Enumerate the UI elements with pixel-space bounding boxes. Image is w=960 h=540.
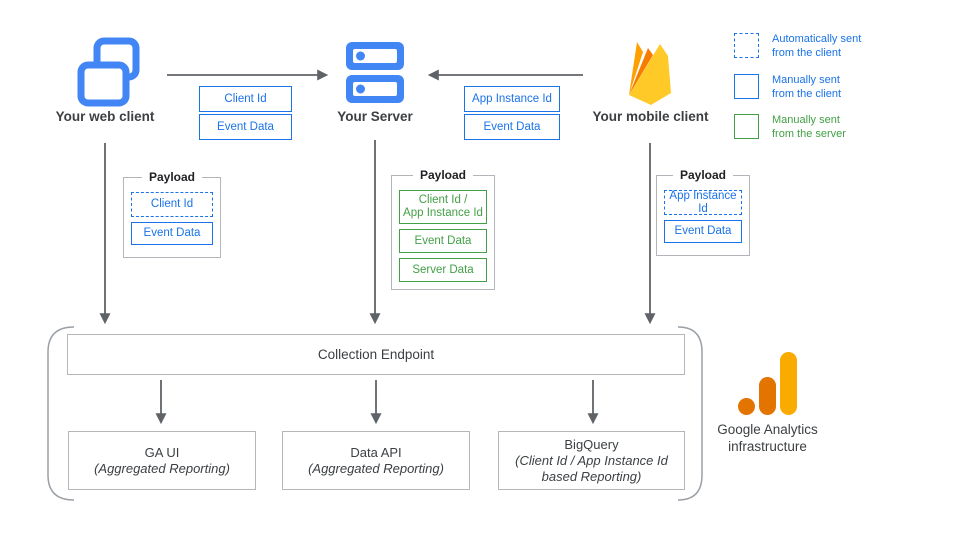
output-subtitle: (Aggregated Reporting) <box>308 460 444 476</box>
output-title: BigQuery <box>564 436 619 452</box>
output-subtitle: (Client Id / App Instance Id based Repor… <box>515 452 668 484</box>
legend-label: Manually sent from the server <box>772 114 846 140</box>
payload-item-app-instance-id: App Instance Id <box>664 190 742 215</box>
payload-box-mobile: Payload App Instance Id Event Data <box>656 168 750 256</box>
legend-label: Automatically sent from the client <box>772 33 862 59</box>
payload-item-client-id: Client Id <box>131 192 213 217</box>
web-client-icon <box>77 37 140 107</box>
output-subtitle: (Aggregated Reporting) <box>94 460 230 476</box>
output-title: GA UI <box>144 444 180 460</box>
legend-item-auto-client: Automatically sent from the client <box>734 33 861 60</box>
bigquery-box: BigQuery (Client Id / App Instance Id ba… <box>498 431 685 490</box>
payload-title: Payload <box>412 168 474 182</box>
payload-item-server-data: Server Data <box>399 258 487 282</box>
server-label: Your Server <box>337 109 413 124</box>
payload-item-event-data: Event Data <box>131 222 213 245</box>
output-title: Data API <box>350 444 402 460</box>
legend-label: Manually sent from the client <box>772 74 842 100</box>
payload-box-web: Payload Client Id Event Data <box>123 170 221 258</box>
solid-green-square-icon <box>734 114 759 139</box>
dashed-blue-square-icon <box>734 33 759 58</box>
infrastructure-label: Google Analytics infrastructure <box>717 422 818 454</box>
mobile-client-label: Your mobile client <box>592 109 709 124</box>
web-client-label: Your web client <box>55 109 155 124</box>
flow-label-event-data-mobile: Event Data <box>464 114 560 140</box>
google-analytics-logo-tall-bar-icon <box>780 352 797 415</box>
payload-title: Payload <box>672 168 734 182</box>
google-analytics-logo-mid-bar-icon <box>759 377 776 415</box>
payload-box-server: Payload Client Id / App Instance Id Even… <box>391 168 495 290</box>
payload-item-client-or-app-id: Client Id / App Instance Id <box>399 190 487 224</box>
solid-blue-square-icon <box>734 74 759 99</box>
google-analytics-logo-dot-icon <box>738 398 755 415</box>
server-icon <box>346 42 404 103</box>
flow-label-event-data: Event Data <box>199 114 292 140</box>
legend-item-manual-server: Manually sent from the server <box>734 114 846 141</box>
collection-endpoint-box: Collection Endpoint <box>67 334 685 375</box>
flow-label-client-id: Client Id <box>199 86 292 112</box>
legend-item-manual-client: Manually sent from the client <box>734 74 841 101</box>
payload-title: Payload <box>141 170 203 184</box>
flow-label-app-instance-id: App Instance Id <box>464 86 560 112</box>
collection-endpoint-label: Collection Endpoint <box>317 347 435 362</box>
ga-ui-box: GA UI (Aggregated Reporting) <box>68 431 256 490</box>
data-api-box: Data API (Aggregated Reporting) <box>282 431 470 490</box>
payload-item-event-data: Event Data <box>664 220 742 243</box>
firebase-icon <box>629 42 671 105</box>
payload-item-event-data: Event Data <box>399 229 487 253</box>
